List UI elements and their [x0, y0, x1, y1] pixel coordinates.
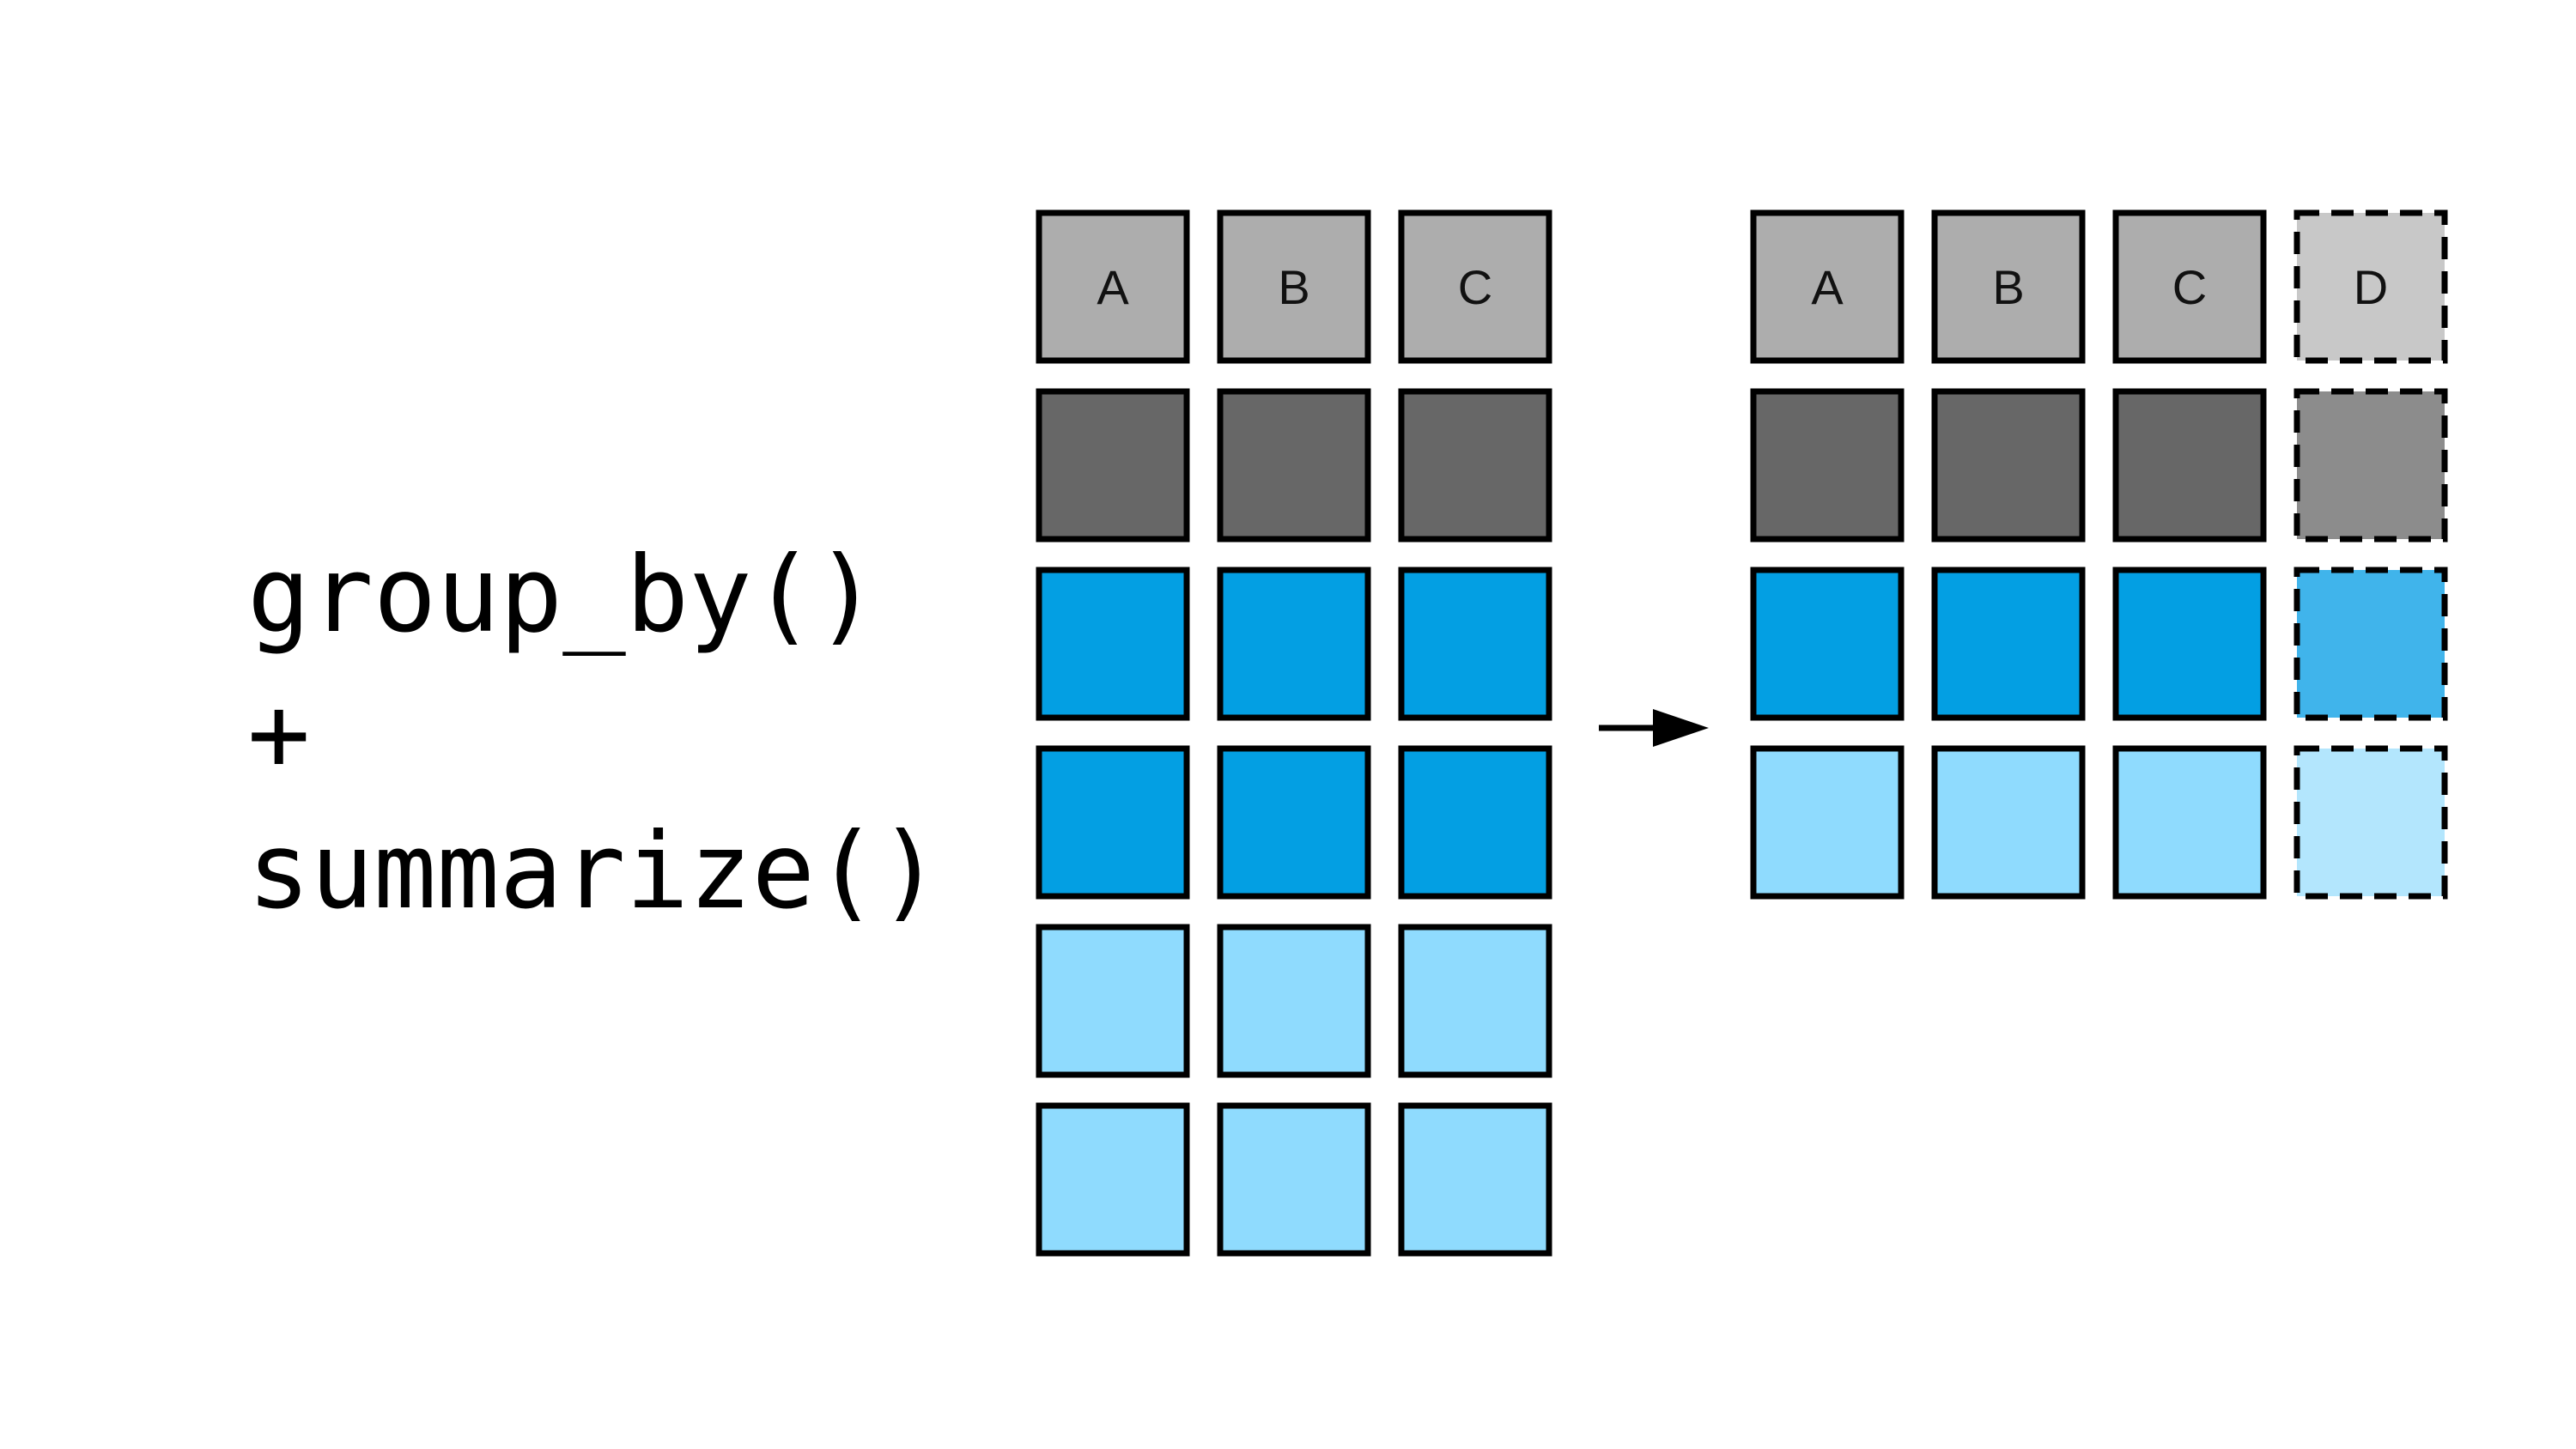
- output-header-label-c: C: [2172, 260, 2207, 314]
- output-cell-row-3-col-c: [2112, 745, 2267, 900]
- output-cell-row-3-col-a: [1750, 745, 1905, 900]
- input-cell-row-2-col-a: [1036, 567, 1190, 721]
- input-header-label-c: C: [1458, 260, 1492, 314]
- input-cell-row-1-col-a: [1036, 388, 1190, 543]
- input-cell-row-2-col-b: [1217, 567, 1371, 721]
- input-cell-row-3-col-a: [1036, 745, 1190, 900]
- input-cell-row-3-col-b: [1217, 745, 1371, 900]
- code-line-summarize: summarize(): [247, 810, 941, 932]
- output-cell-row-2-col-a: [1750, 567, 1905, 721]
- code-line-group-by: group_by(): [247, 534, 878, 656]
- input-cell-row-5-col-c: [1398, 1102, 1552, 1257]
- input-header-cell-b: [1217, 209, 1371, 364]
- input-cell-row-4-col-c: [1398, 924, 1552, 1078]
- input-cell-row-5-col-b: [1217, 1102, 1371, 1257]
- right-arrow-icon: [1653, 709, 1709, 747]
- input-header-cell-c: [1398, 209, 1552, 364]
- output-header-label-b: B: [1992, 260, 2024, 314]
- code-block: group_by() + summarize(): [247, 534, 941, 932]
- transform-arrow: [1599, 709, 1709, 747]
- output-cell-row-1-col-c: [2112, 388, 2267, 543]
- input-header-label-b: B: [1278, 260, 1309, 314]
- output-cell-row-1-col-d: [2293, 388, 2448, 543]
- output-cell-row-2-col-c: [2112, 567, 2267, 721]
- output-header-label-d: D: [2354, 260, 2388, 314]
- output-table: A B C D: [1750, 209, 2448, 900]
- output-header-label-a: A: [1811, 260, 1844, 314]
- input-header-cell-a: [1036, 209, 1190, 364]
- input-cell-row-4-col-a: [1036, 924, 1190, 1078]
- input-cell-row-1-col-b: [1217, 388, 1371, 543]
- input-cell-row-1-col-c: [1398, 388, 1552, 543]
- input-cell-row-4-col-b: [1217, 924, 1371, 1078]
- output-header-cell-d: [2293, 209, 2448, 364]
- output-cell-row-1-col-b: [1931, 388, 2086, 543]
- output-cell-row-2-col-d: [2293, 567, 2448, 721]
- input-cell-row-5-col-a: [1036, 1102, 1190, 1257]
- input-table: A B C: [1036, 209, 1552, 1257]
- input-cell-row-2-col-c: [1398, 567, 1552, 721]
- output-cell-row-3-col-d: [2293, 745, 2448, 900]
- output-cell-row-2-col-b: [1931, 567, 2086, 721]
- output-cell-row-1-col-a: [1750, 388, 1905, 543]
- output-header-cell-b: [1931, 209, 2086, 364]
- output-cell-row-3-col-b: [1931, 745, 2086, 900]
- input-cell-row-3-col-c: [1398, 745, 1552, 900]
- input-header-label-a: A: [1097, 260, 1129, 314]
- code-line-plus: +: [247, 673, 310, 795]
- output-header-cell-a: [1750, 209, 1905, 364]
- output-header-cell-c: [2112, 209, 2267, 364]
